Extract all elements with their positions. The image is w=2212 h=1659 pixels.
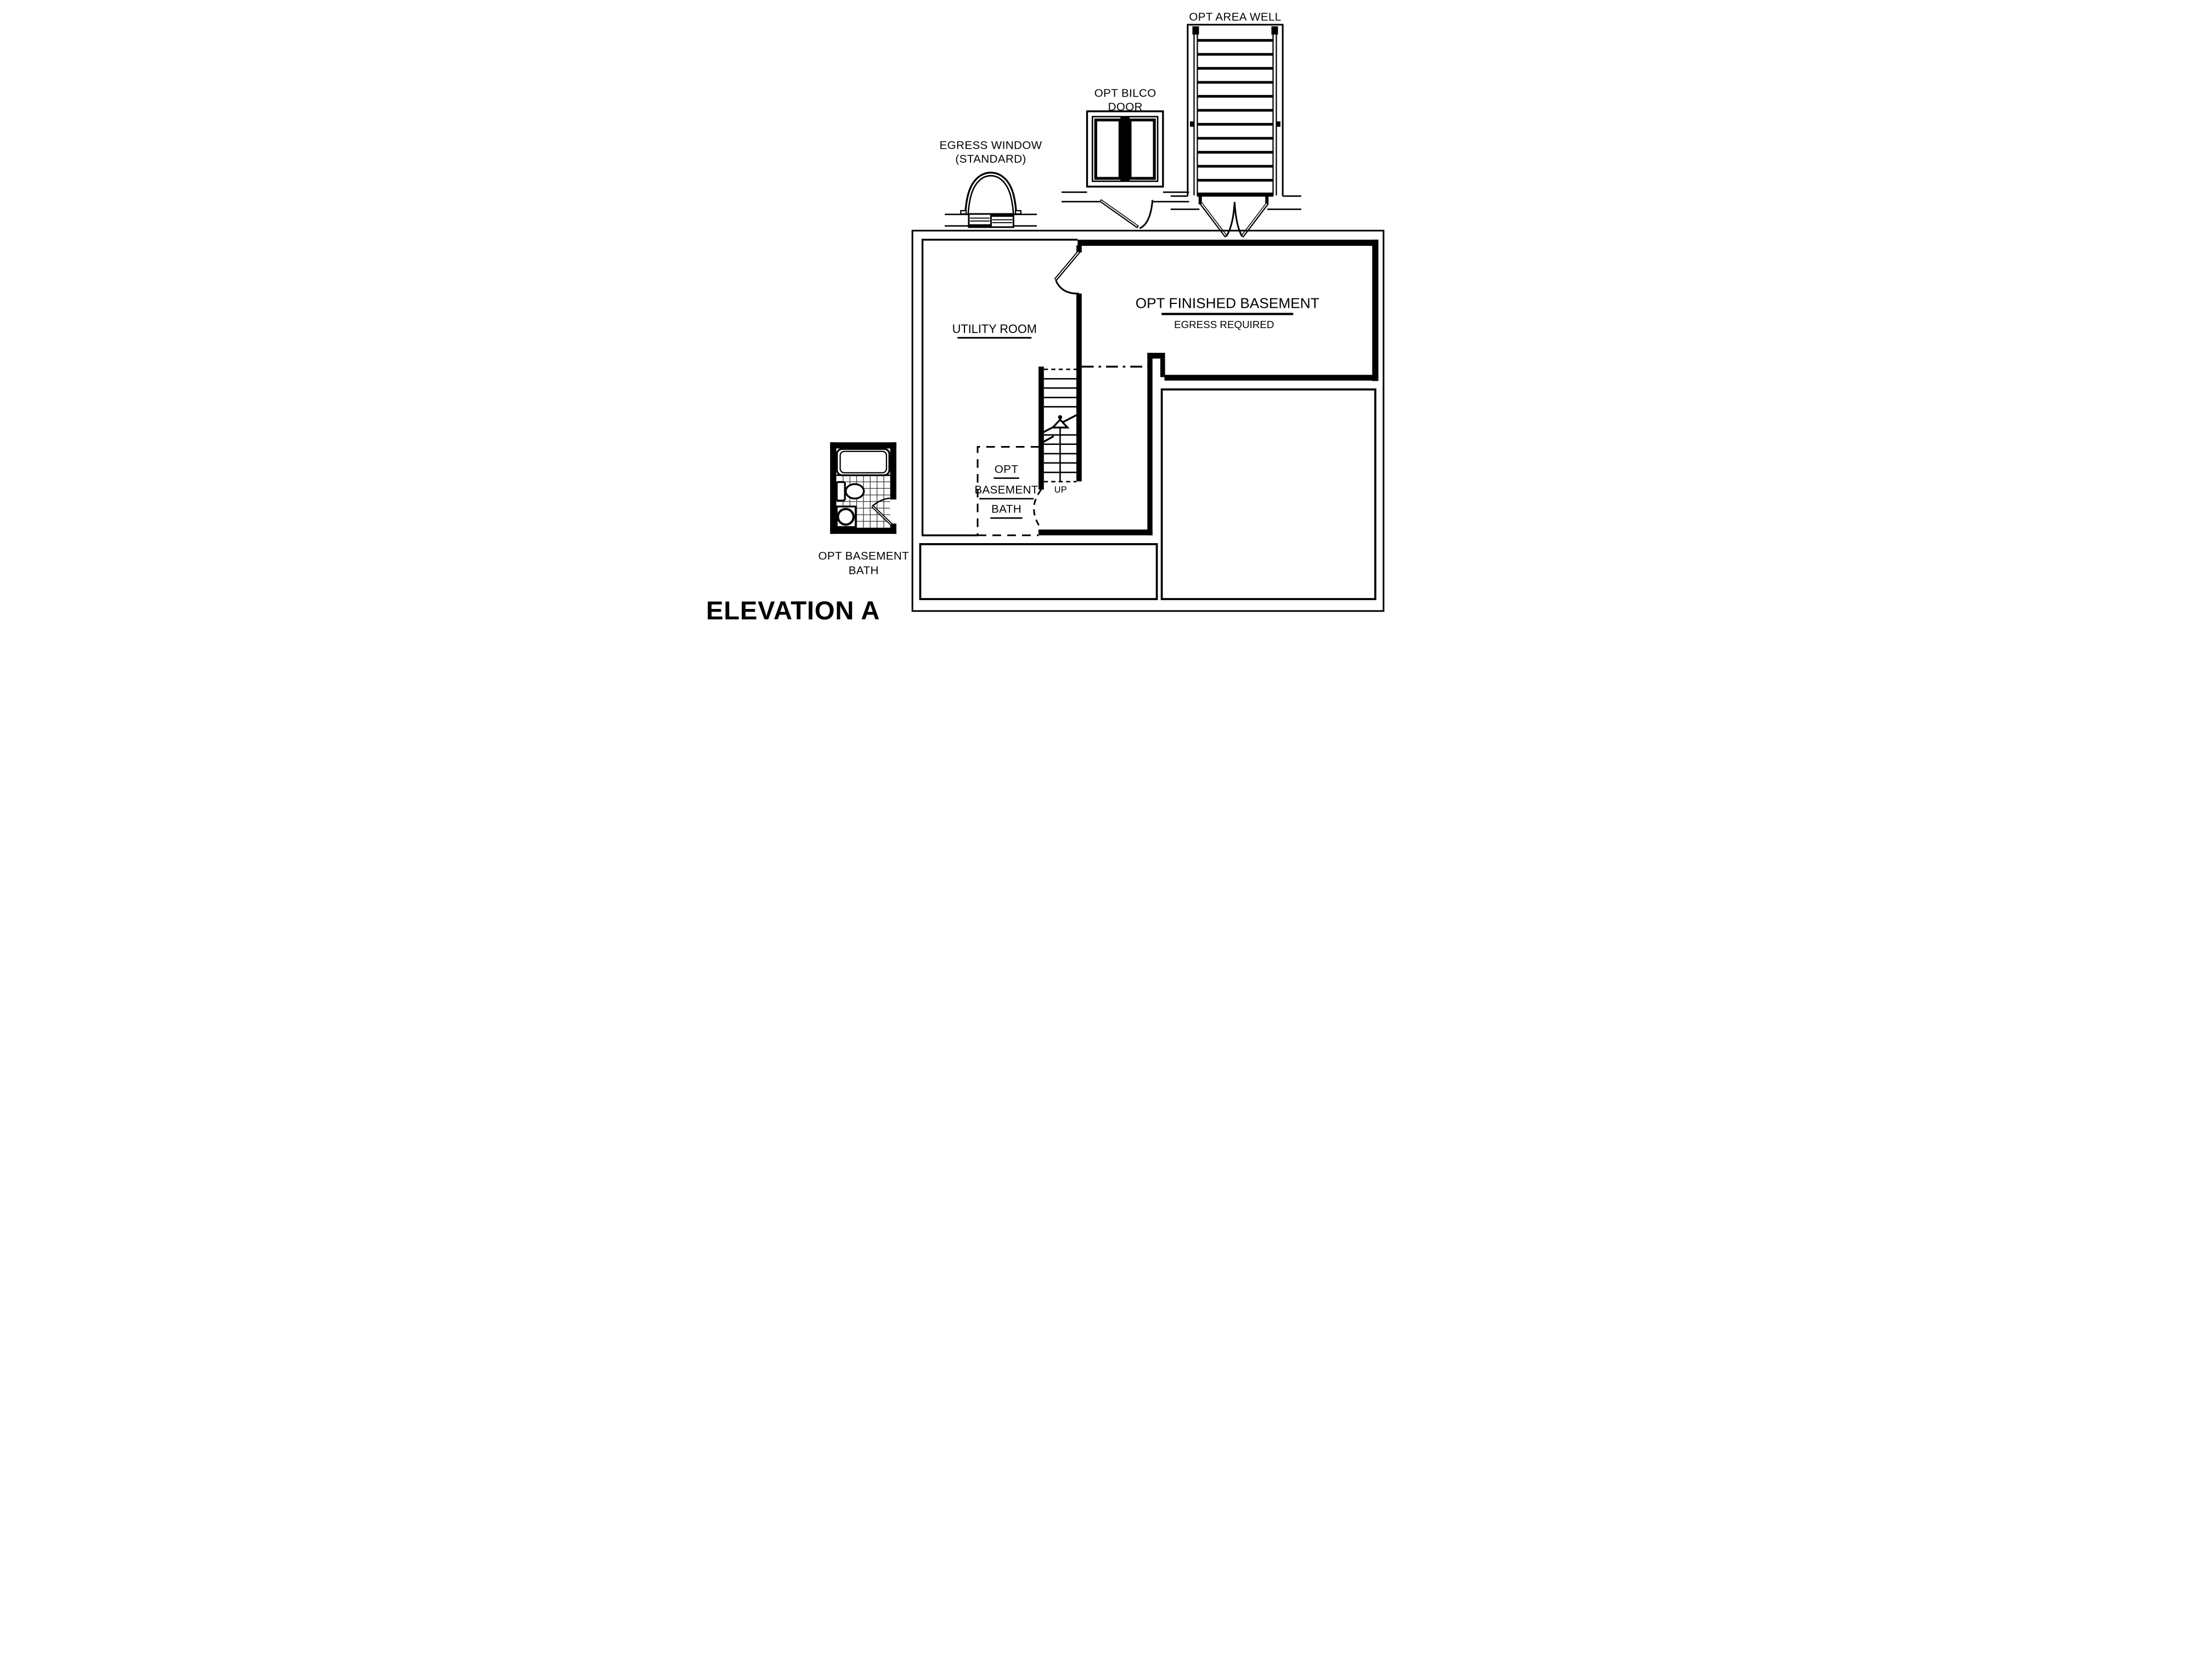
bilco-center-bar — [1120, 116, 1130, 182]
utility-room-label: UTILITY ROOM — [952, 322, 1037, 336]
bath-wall — [830, 527, 896, 534]
stair-direction-arrow — [1050, 418, 1070, 428]
door-swing-arc — [1055, 280, 1079, 295]
stair-wall-right — [1076, 294, 1082, 482]
dome-foot-left — [960, 210, 967, 215]
stairs: UP — [1039, 366, 1078, 495]
stair-arrow-dot — [1058, 415, 1063, 420]
window-well-dome-inner — [967, 174, 1014, 215]
bilco-panel-left — [1094, 119, 1122, 180]
bath-detail: OPT BASEMENT BATH — [818, 442, 909, 577]
bilco-panel-right — [1128, 119, 1156, 180]
utility-room: UTILITY ROOM — [921, 239, 1078, 537]
bilco-label-line1: OPT BILCO — [1094, 87, 1156, 99]
opt-bath-label-line3: BATH — [991, 503, 1022, 516]
finished-basement: OPT FINISHED BASEMENT EGRESS REQUIRED — [1077, 239, 1379, 535]
rail-clamp — [1192, 26, 1199, 35]
bilco-door-swing-arc — [1139, 200, 1154, 229]
bathtub — [836, 448, 890, 476]
door-jamb — [1265, 196, 1269, 205]
right-room — [1160, 388, 1376, 600]
area-well-frame — [1187, 24, 1284, 196]
floor-plan: UTILITY ROOM OPT FINISHED BASEMENT EGRES… — [911, 229, 1385, 612]
door-jamb — [1198, 196, 1202, 205]
rail-clamp — [1271, 26, 1278, 35]
foundation-outline — [911, 229, 1385, 612]
bilco-label-line2: DOOR — [1108, 100, 1143, 113]
stairs-up-label: UP — [1054, 485, 1067, 495]
dashed-wall — [977, 446, 1040, 535]
bilco-frame-outer — [1086, 110, 1164, 188]
area-well-sill — [1197, 193, 1274, 197]
door-jamb — [1076, 245, 1082, 253]
stair-wall-left — [1039, 366, 1044, 490]
dashed-door-swing — [1033, 489, 1042, 529]
egress-window-label-line1: EGRESS WINDOW — [940, 139, 1042, 152]
stair-break-line — [1043, 435, 1054, 443]
rail-clamp — [1190, 121, 1195, 127]
bath-wall — [830, 442, 896, 449]
egress-window-label-line2: (STANDARD) — [955, 153, 1026, 166]
bath-detail-label-line2: BATH — [849, 564, 879, 577]
bath-wall — [890, 523, 896, 534]
bath-door — [871, 497, 893, 526]
door-swing-arc — [1233, 202, 1243, 238]
opt-bath-label-line1: OPT — [995, 463, 1019, 476]
egress-window-sash — [968, 213, 1014, 228]
area-well-detail: OPT AREA WELL — [1170, 11, 1301, 238]
utility-room-door — [1054, 245, 1082, 482]
bilco-door-detail: OPT BILCO DOOR — [1062, 87, 1189, 229]
bath-wall — [830, 442, 837, 534]
finished-basement-label: OPT FINISHED BASEMENT — [1136, 295, 1319, 311]
sink — [836, 505, 857, 528]
egress-required-note: EGRESS REQUIRED — [1174, 319, 1274, 330]
bath-wall — [890, 442, 896, 500]
bath-detail-label-line1: OPT BASEMENT — [818, 550, 909, 562]
drawing-sheet: EGRESS WINDOW (STANDARD) OPT BILCO DOOR — [691, 0, 1521, 622]
area-well-rungs — [1198, 39, 1273, 182]
egress-window-detail: EGRESS WINDOW (STANDARD) — [940, 139, 1042, 228]
toilet — [836, 481, 865, 502]
elevation-title: ELEVATION A — [706, 596, 880, 622]
dome-foot-right — [1014, 210, 1022, 215]
rail-clamp — [1276, 121, 1280, 127]
opt-bath-label-line2: BASEMENT — [974, 483, 1038, 496]
opt-basement-bath-area: OPT BASEMENT BATH — [974, 446, 1042, 537]
window-well-dome-outer — [964, 171, 1018, 215]
interior-wall — [1039, 529, 1153, 535]
basement-floor-plan-drawing: EGRESS WINDOW (STANDARD) OPT BILCO DOOR — [706, 11, 1385, 622]
bottom-left-room — [919, 543, 1158, 600]
area-well-label: OPT AREA WELL — [1189, 11, 1281, 24]
